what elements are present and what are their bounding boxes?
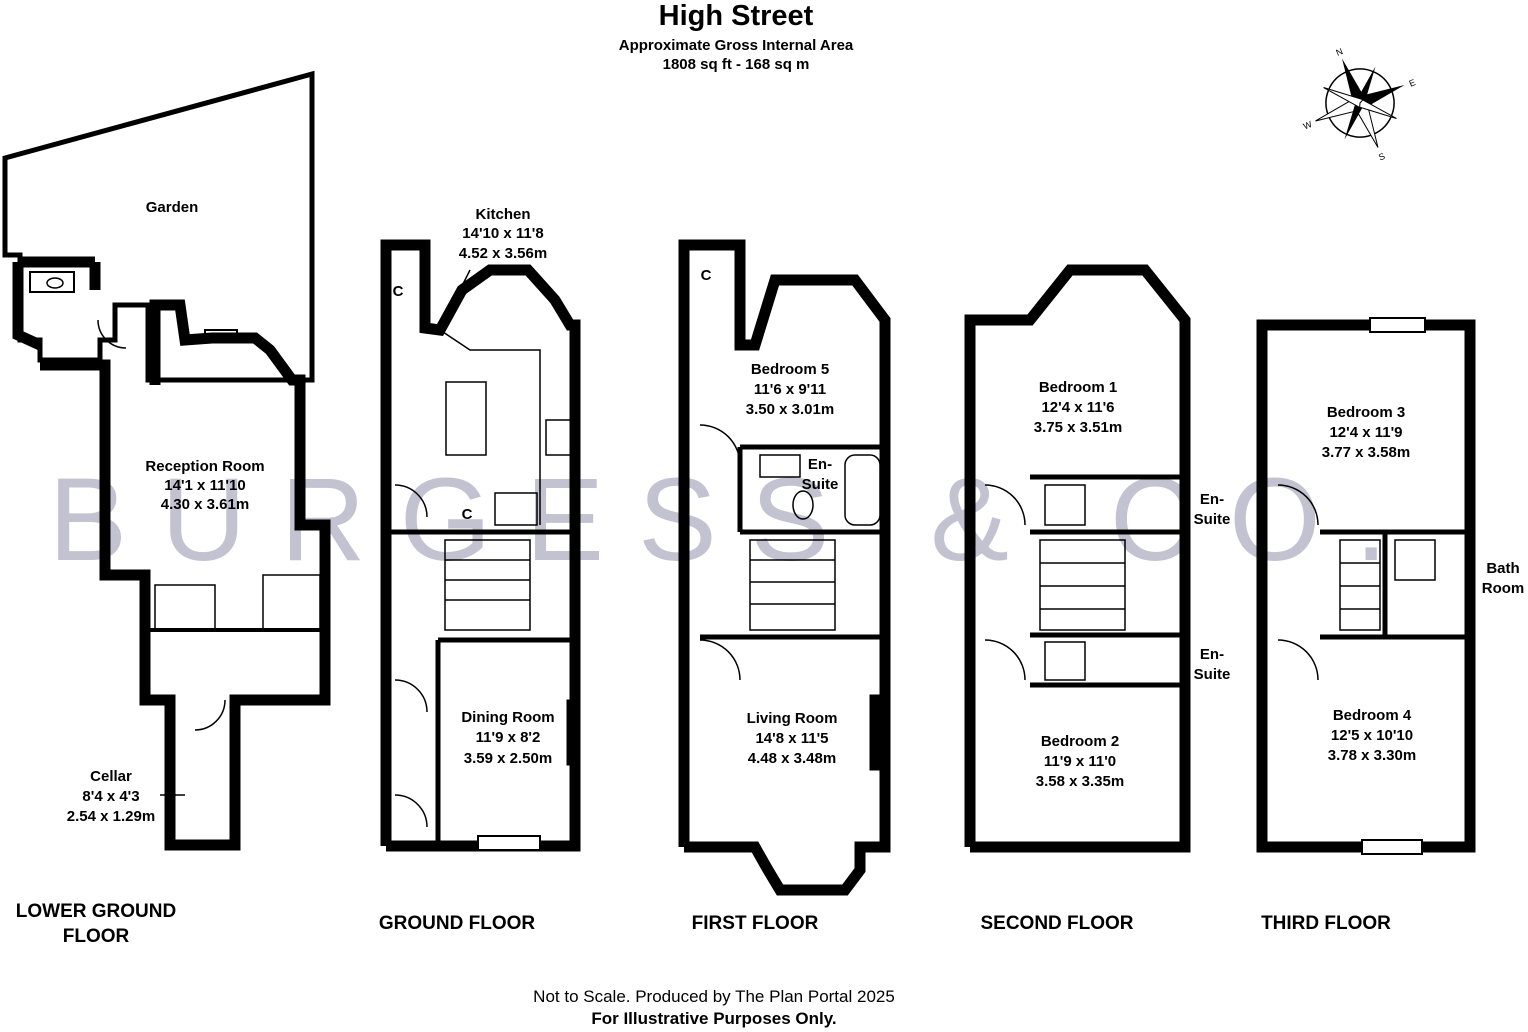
living-room-metric: 4.48 x 3.48m [748, 750, 836, 767]
dining-room-name: Dining Room [461, 709, 554, 726]
compass-n: N [1335, 46, 1345, 58]
ground-floor-label: GROUND FLOOR [379, 913, 535, 934]
lower-ground-labels: Garden Reception Room 14'1 x 11'10 4.30 … [16, 199, 265, 947]
bedroom-4-imperial: 12'5 x 10'10 [1331, 727, 1413, 744]
footer-line-2: For Illustrative Purposes Only. [591, 1009, 837, 1028]
gross-area: 1808 sq ft - 168 sq m [662, 56, 810, 73]
dining-room-metric: 3.59 x 2.50m [464, 750, 552, 767]
compass-rose-icon: N E S W [1302, 46, 1417, 163]
cellar-imperial: 8'4 x 4'3 [82, 788, 139, 805]
cellar-metric: 2.54 x 1.29m [67, 808, 155, 825]
bedroom-3-imperial: 12'4 x 11'9 [1329, 424, 1402, 441]
ensuite-3-line2: Suite [1194, 666, 1231, 683]
kitchen-name: Kitchen [475, 206, 530, 223]
bedroom-4-metric: 3.78 x 3.30m [1328, 747, 1416, 764]
page-subtitle: Approximate Gross Internal Area [618, 37, 854, 54]
ensuite-2-line1: En- [1200, 491, 1224, 508]
ground-floor-plan [380, 239, 581, 852]
ensuite-1-line1: En- [808, 456, 832, 473]
third-floor-label: THIRD FLOOR [1261, 913, 1391, 934]
kitchen-imperial: 14'10 x 11'8 [462, 225, 543, 242]
bedroom-3-metric: 3.77 x 3.58m [1322, 444, 1410, 461]
second-floor-label: SECOND FLOOR [980, 913, 1133, 934]
bedroom-2-name: Bedroom 2 [1041, 733, 1119, 750]
first-floor-labels: C Bedroom 5 11'6 x 9'11 3.50 x 3.01m En-… [692, 267, 839, 934]
bedroom-2-metric: 3.58 x 3.35m [1036, 773, 1124, 790]
first-floor-label: FIRST FLOOR [692, 913, 819, 934]
bedroom-1-imperial: 12'4 x 11'6 [1041, 399, 1114, 416]
bedroom-1-metric: 3.75 x 3.51m [1034, 419, 1122, 436]
third-floor-labels: Bedroom 3 12'4 x 11'9 3.77 x 3.58m Bath … [1261, 404, 1524, 934]
lower-ground-floor-label-2: FLOOR [63, 926, 130, 947]
second-floor-labels: Bedroom 1 12'4 x 11'6 3.75 x 3.51m En- S… [980, 379, 1230, 934]
lower-ground-floor-plan [2, 70, 331, 851]
first-floor-plan [678, 239, 891, 896]
bedroom-3-name: Bedroom 3 [1327, 404, 1405, 421]
reception-room-imperial: 14'1 x 11'10 [164, 477, 245, 494]
bedroom-4-name: Bedroom 4 [1333, 707, 1412, 724]
compass-e: E [1408, 77, 1417, 89]
ensuite-1-line2: Suite [802, 476, 839, 493]
footer-line-1: Not to Scale. Produced by The Plan Porta… [533, 987, 895, 1006]
cellar-name: Cellar [90, 768, 132, 785]
cupboard-label-3: C [701, 267, 712, 284]
page-title: High Street [658, 0, 814, 32]
bedroom-5-name: Bedroom 5 [751, 361, 829, 378]
living-room-name: Living Room [747, 710, 838, 727]
bedroom-2-imperial: 11'9 x 11'0 [1044, 753, 1116, 770]
ensuite-2-line2: Suite [1194, 511, 1231, 528]
second-floor-plan [964, 264, 1191, 853]
cupboard-label-2: C [462, 506, 473, 523]
garden-label: Garden [146, 199, 199, 216]
cupboard-label: C [393, 283, 404, 300]
reception-room-name: Reception Room [145, 458, 264, 475]
lower-ground-floor-label-1: LOWER GROUND [16, 901, 176, 922]
dining-room-imperial: 11'9 x 8'2 [476, 729, 541, 746]
compass-s: S [1377, 151, 1386, 163]
ensuite-3-line1: En- [1200, 646, 1224, 663]
bedroom-5-imperial: 11'6 x 9'11 [754, 381, 826, 398]
compass-w: W [1302, 119, 1314, 132]
kitchen-metric: 4.52 x 3.56m [459, 245, 547, 262]
bathroom-line2: Room [1482, 580, 1525, 597]
living-room-imperial: 14'8 x 11'5 [755, 730, 828, 747]
ground-floor-labels: Kitchen 14'10 x 11'8 4.52 x 3.56m C C Di… [379, 206, 555, 934]
bedroom-5-metric: 3.50 x 3.01m [746, 401, 834, 418]
bedroom-1-name: Bedroom 1 [1039, 379, 1117, 396]
bathroom-line1: Bath [1486, 560, 1519, 577]
reception-room-metric: 4.30 x 3.61m [161, 496, 249, 513]
third-floor-plan [1256, 317, 1476, 855]
